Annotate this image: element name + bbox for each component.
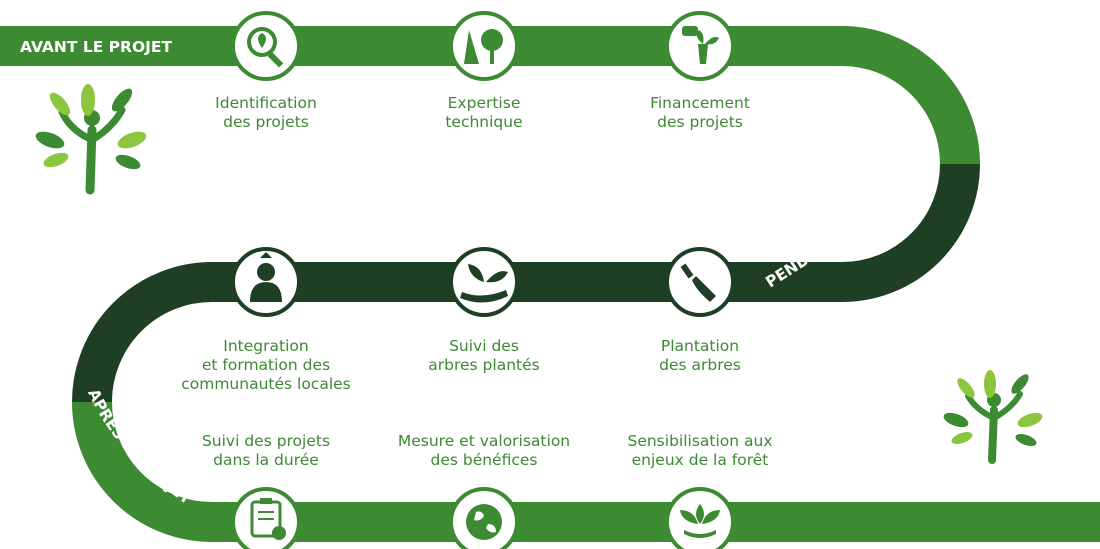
magnifier-tree-icon [247, 27, 284, 68]
phase-before-label: AVANT LE PROJET [20, 38, 173, 56]
hands-sprout-icon [460, 264, 508, 303]
step-5-icon-badge [449, 247, 519, 317]
step-3-icon-badge [665, 11, 735, 81]
step-1-icon-badge [231, 11, 301, 81]
step-9-icon-badge [665, 487, 735, 549]
globe-icon [466, 504, 502, 540]
person-icon [250, 252, 282, 302]
trees-icon [464, 29, 503, 64]
track-during [72, 163, 980, 403]
track-after [72, 401, 1100, 542]
track-before [0, 26, 980, 165]
tree-person-logo-right [943, 370, 1043, 464]
step-8-icon-badge [449, 487, 519, 549]
tree-person-logo-left [35, 84, 147, 195]
trowel-icon [680, 263, 716, 302]
phase-before-banner [0, 30, 205, 62]
step-6-icon-badge [231, 247, 301, 317]
step-7-icon-badge [231, 487, 301, 549]
clipboard-check-icon [250, 498, 286, 540]
step-4-icon-badge [665, 247, 735, 317]
hand-watering-plant-icon [682, 26, 719, 64]
step-2-icon-badge [449, 11, 519, 81]
lotus-leaves-icon [680, 504, 720, 538]
